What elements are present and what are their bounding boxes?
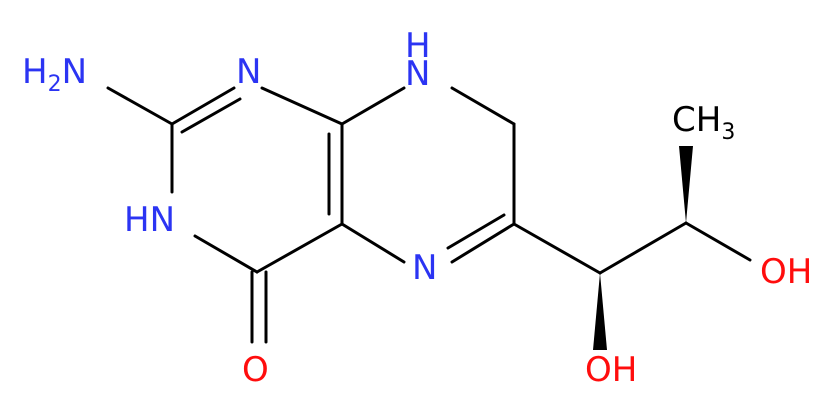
amino-group-label: H2N [22, 52, 87, 97]
wedge-bond-c2prime-ch3 [679, 146, 693, 223]
hydroxyl-2-label: OH [760, 252, 812, 292]
bond-c2-nh2 [106, 86, 174, 126]
bond-c2prime-oh [684, 221, 752, 262]
bond-n1-c8a [260, 86, 344, 126]
ring-nitrogen-n5-label: N [412, 248, 437, 288]
hydroxyl-1-label: OH [585, 350, 637, 390]
bond-c4-c4a [255, 222, 344, 274]
methyl-group-label: CH3 [672, 100, 735, 145]
ring-nitrogen-n3-label: HN [124, 200, 175, 240]
wedge-bond-c1prime-oh [593, 273, 607, 350]
bond-c1prime-c2prime [598, 221, 688, 275]
bonds [106, 86, 752, 350]
bond-n5-c6 [450, 222, 516, 264]
bond-n5-c6-double [446, 213, 506, 250]
ring-nitrogen-n1-label: N [236, 52, 261, 92]
carbonyl-oxygen-label: O [242, 350, 269, 390]
bond-c2-n1-double [180, 97, 242, 134]
bond-c8a-n8 [340, 86, 406, 126]
bond-n3-c4 [193, 234, 259, 274]
bond-c6-c1prime [512, 222, 602, 275]
bond-n8-c7 [450, 86, 516, 126]
bond-c2-n1 [170, 86, 236, 126]
bond-c4a-n5 [340, 222, 406, 264]
